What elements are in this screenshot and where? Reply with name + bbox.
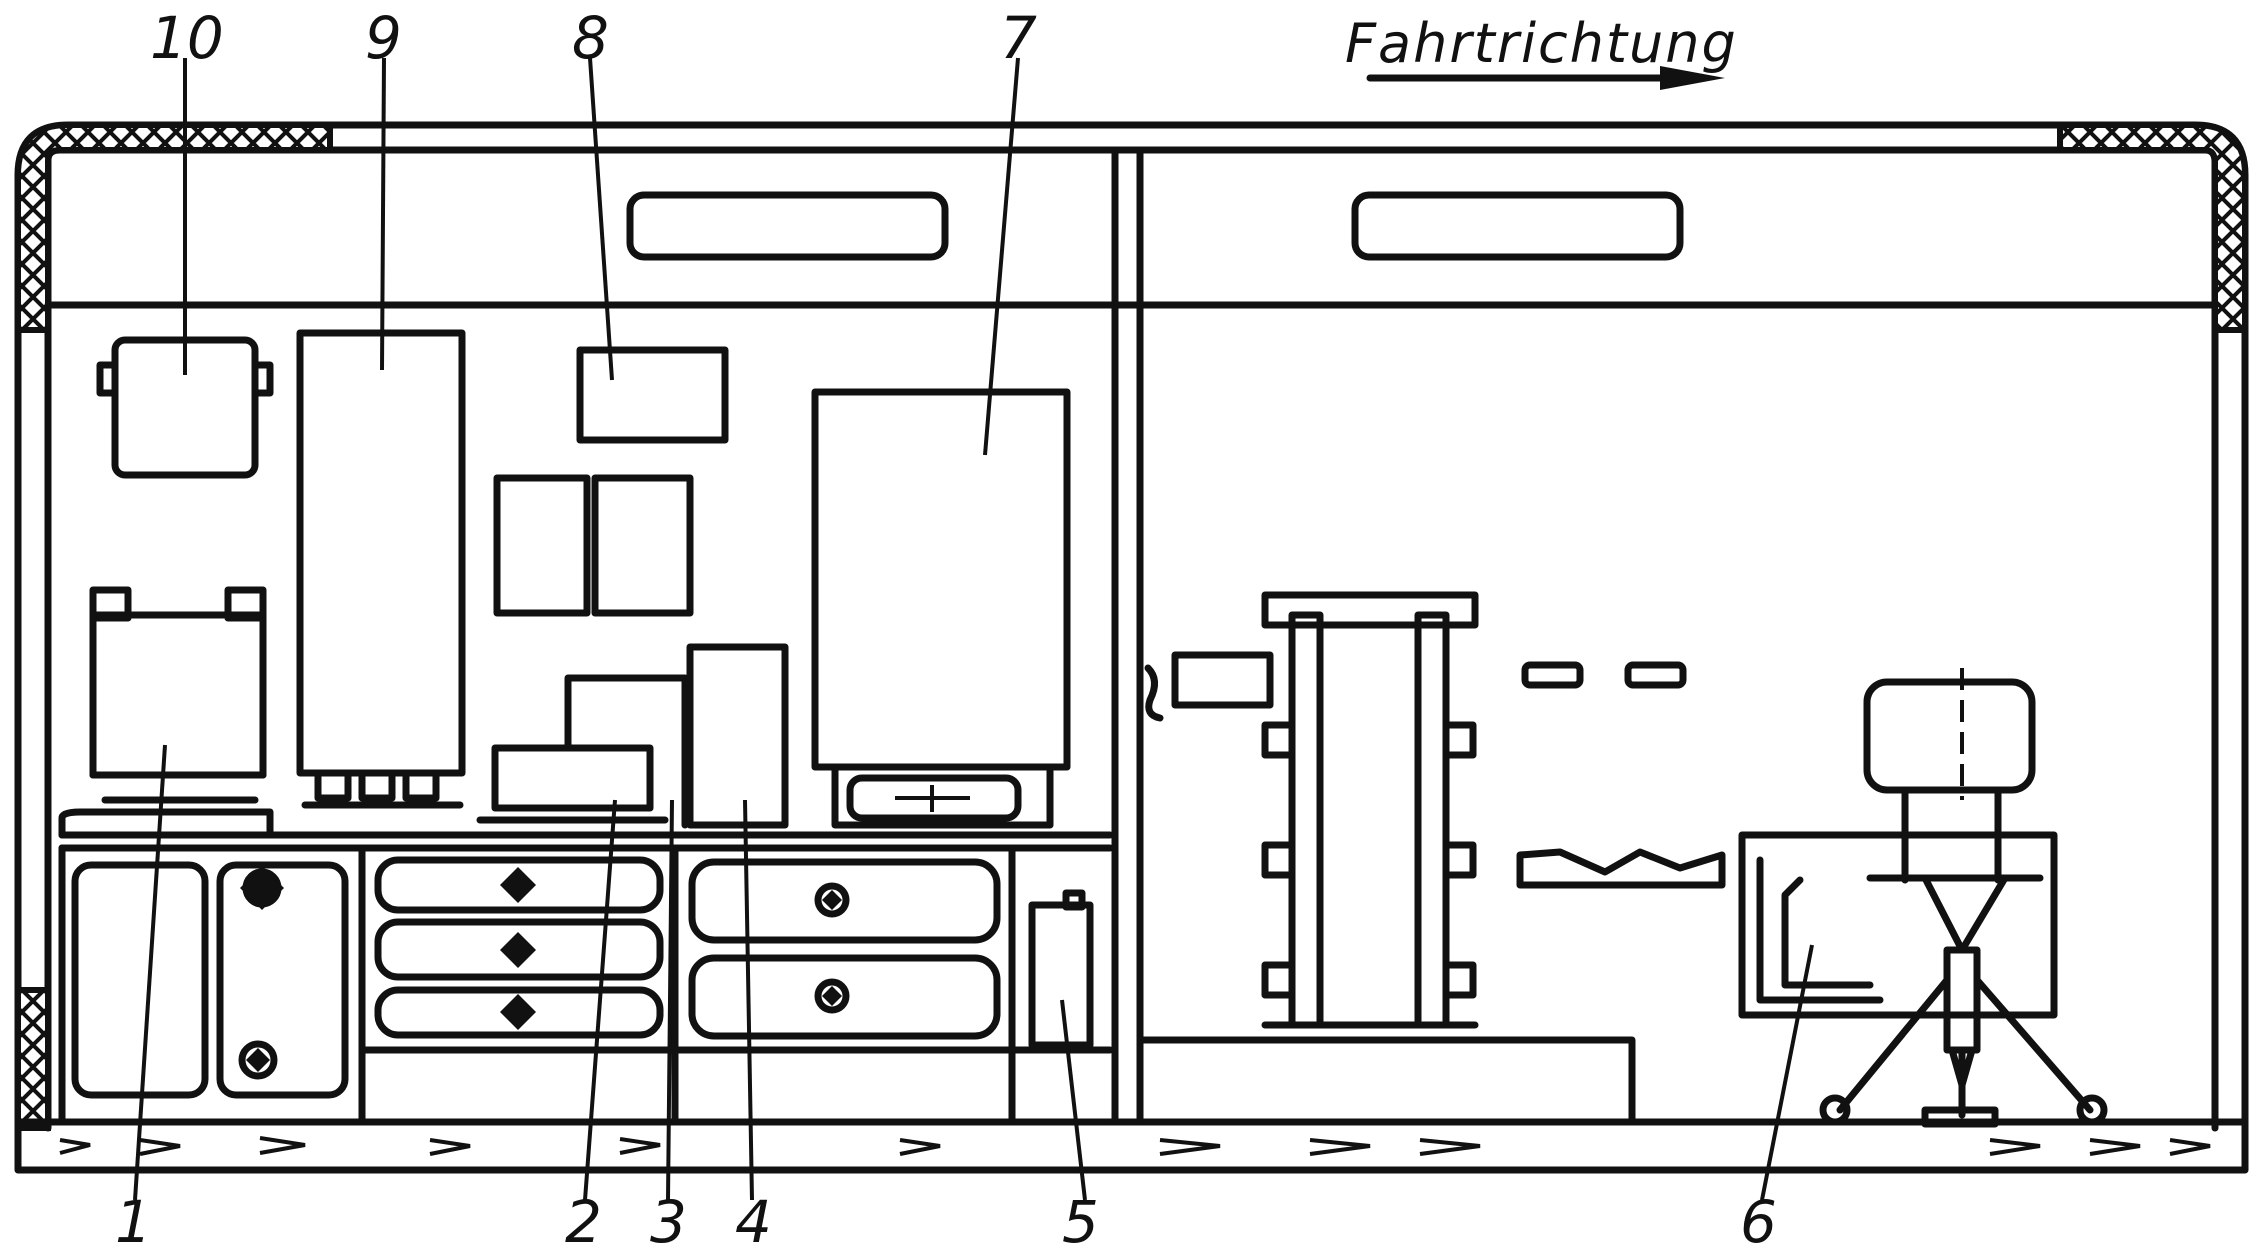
item-7-cabinet xyxy=(811,388,1071,829)
item-5-canister xyxy=(1028,889,1094,1049)
label-5: 5 xyxy=(1062,1188,1099,1248)
item-4-box xyxy=(686,643,789,829)
right-drawers xyxy=(688,858,1001,1040)
direction-arrow xyxy=(1366,66,1725,90)
item-8-panel xyxy=(576,346,729,444)
label-3: 3 xyxy=(650,1188,687,1248)
item-6-unit xyxy=(1738,668,2108,1128)
item-9-tall-cabinet xyxy=(296,329,466,809)
label-6: 6 xyxy=(1740,1188,1777,1248)
label-1: 1 xyxy=(115,1188,152,1248)
item-2-box xyxy=(476,744,669,824)
label-9: 9 xyxy=(365,4,402,72)
label-2: 2 xyxy=(565,1188,602,1248)
label-7: 7 xyxy=(1000,4,1037,72)
leader-lines xyxy=(133,57,1814,1201)
item-1-unit xyxy=(89,586,267,804)
label-8: 8 xyxy=(572,4,609,72)
vehicle-body xyxy=(14,121,2249,1174)
counter xyxy=(58,808,1114,1124)
direction-label: Fahrtrichtung xyxy=(1345,12,1738,75)
wall-brackets xyxy=(1516,661,1726,889)
equipment-rack xyxy=(1136,591,1636,1126)
middle-drawers xyxy=(374,856,664,1039)
item-3-frame xyxy=(564,674,689,829)
label-4: 4 xyxy=(735,1188,772,1248)
left-cabinet-doors xyxy=(71,861,349,1099)
label-10: 10 xyxy=(150,4,224,72)
wall-panels xyxy=(493,474,694,617)
